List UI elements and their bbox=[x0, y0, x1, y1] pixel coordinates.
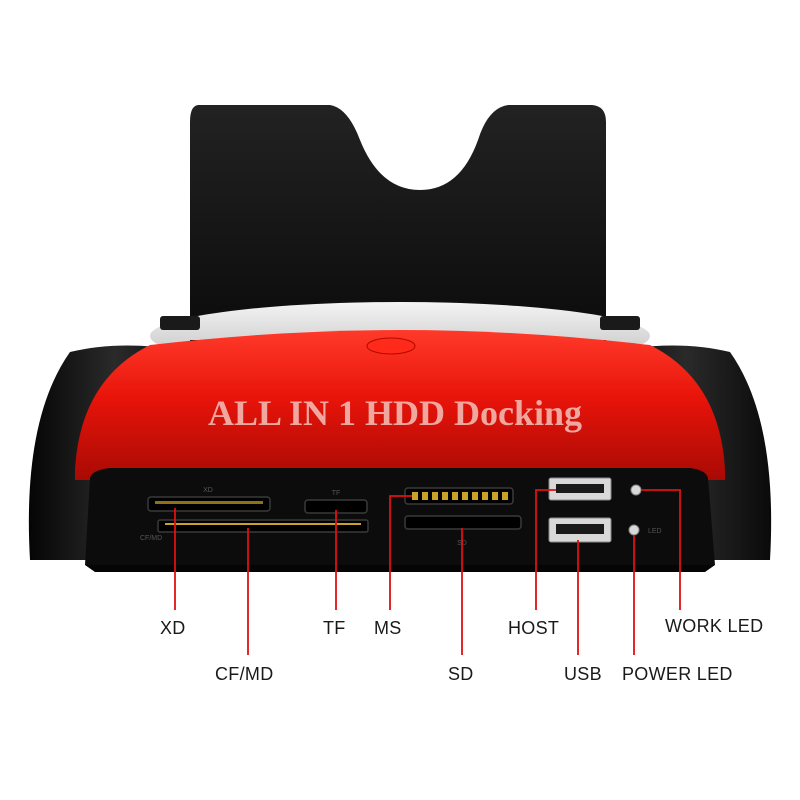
led-panel-label: LED bbox=[648, 528, 662, 535]
xd-panel-label: XD bbox=[203, 487, 213, 494]
power-led bbox=[628, 524, 640, 536]
tf-panel-label: TF bbox=[332, 490, 341, 497]
red-body bbox=[75, 330, 725, 480]
red-button[interactable] bbox=[366, 337, 416, 355]
callout-label-host: HOST bbox=[508, 618, 560, 638]
callout-label-tf: TF bbox=[323, 618, 346, 638]
front-panel bbox=[85, 468, 715, 565]
callout-line-work-led bbox=[641, 489, 681, 610]
work-led bbox=[630, 484, 642, 496]
callout-label-ms: MS bbox=[374, 618, 402, 638]
callout-label-sd: SD bbox=[448, 664, 474, 684]
callout-label-power-led: POWER LED bbox=[622, 664, 733, 684]
sd-slot[interactable] bbox=[404, 515, 522, 530]
cf-md-panel-label: CF/MD bbox=[140, 535, 162, 542]
callout-line-host bbox=[535, 489, 556, 610]
callout-label-usb: USB bbox=[564, 664, 602, 684]
callout-lines bbox=[174, 489, 681, 655]
tray-slot-left bbox=[160, 316, 200, 330]
callout-label-xd: XD bbox=[160, 618, 186, 638]
hdd-cradle bbox=[190, 105, 606, 352]
brand-text: ALL IN 1 HDD Docking bbox=[208, 393, 582, 433]
callout-label-cf-md: CF/MD bbox=[215, 664, 274, 684]
tray-slot-right bbox=[600, 316, 640, 330]
callout-line-ms bbox=[389, 495, 412, 610]
ms-pins bbox=[412, 492, 508, 500]
callout-label-work-led: WORK LED bbox=[665, 616, 764, 636]
